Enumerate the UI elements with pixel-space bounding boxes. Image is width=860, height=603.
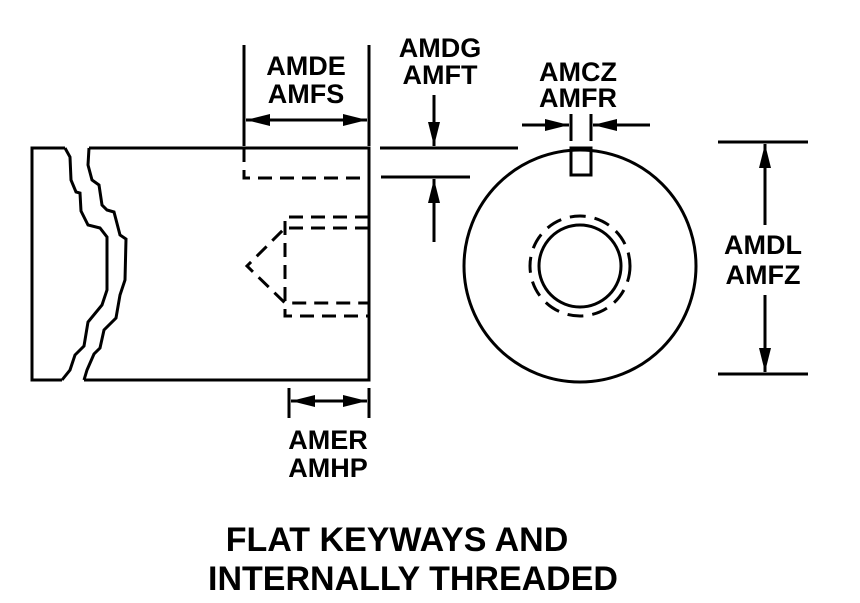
- diagram-title: INTERNALLY THREADED: [208, 560, 618, 598]
- keyway-depth-dimension: AMDG AMFT: [380, 33, 518, 242]
- dimension-label: AMHP: [288, 453, 368, 483]
- keyway-length-dimension: AMDE AMFS: [242, 45, 371, 146]
- keyway-hidden-line: [242, 148, 369, 180]
- dimension-label: AMFT: [403, 60, 478, 90]
- diagram-title: FLAT KEYWAYS AND: [226, 521, 569, 559]
- dimension-label: AMFS: [268, 79, 345, 109]
- break-line: [82, 147, 128, 381]
- shaft-side-view: [30, 146, 371, 382]
- thread-hidden-line: [283, 215, 369, 318]
- shaft-end-view: [462, 146, 698, 384]
- dimension-label: AMER: [288, 425, 368, 455]
- thread-depth-dimension: AMER AMHP: [287, 388, 371, 483]
- dimension-label: AMCZ: [539, 57, 617, 87]
- diameter-dimension: AMDL AMFZ: [718, 140, 808, 376]
- keyway-width-dimension: AMCZ AMFR: [522, 57, 650, 141]
- dimension-label: AMDG: [399, 33, 482, 63]
- dimension-label: AMFZ: [726, 260, 801, 290]
- tap-drill-hidden-line: [244, 226, 369, 305]
- dimension-label: AMDL: [724, 230, 802, 260]
- dimension-label: AMDE: [266, 51, 346, 81]
- keyway-slot: [569, 146, 593, 177]
- break-line: [60, 147, 109, 381]
- dimension-label: AMFR: [539, 83, 617, 113]
